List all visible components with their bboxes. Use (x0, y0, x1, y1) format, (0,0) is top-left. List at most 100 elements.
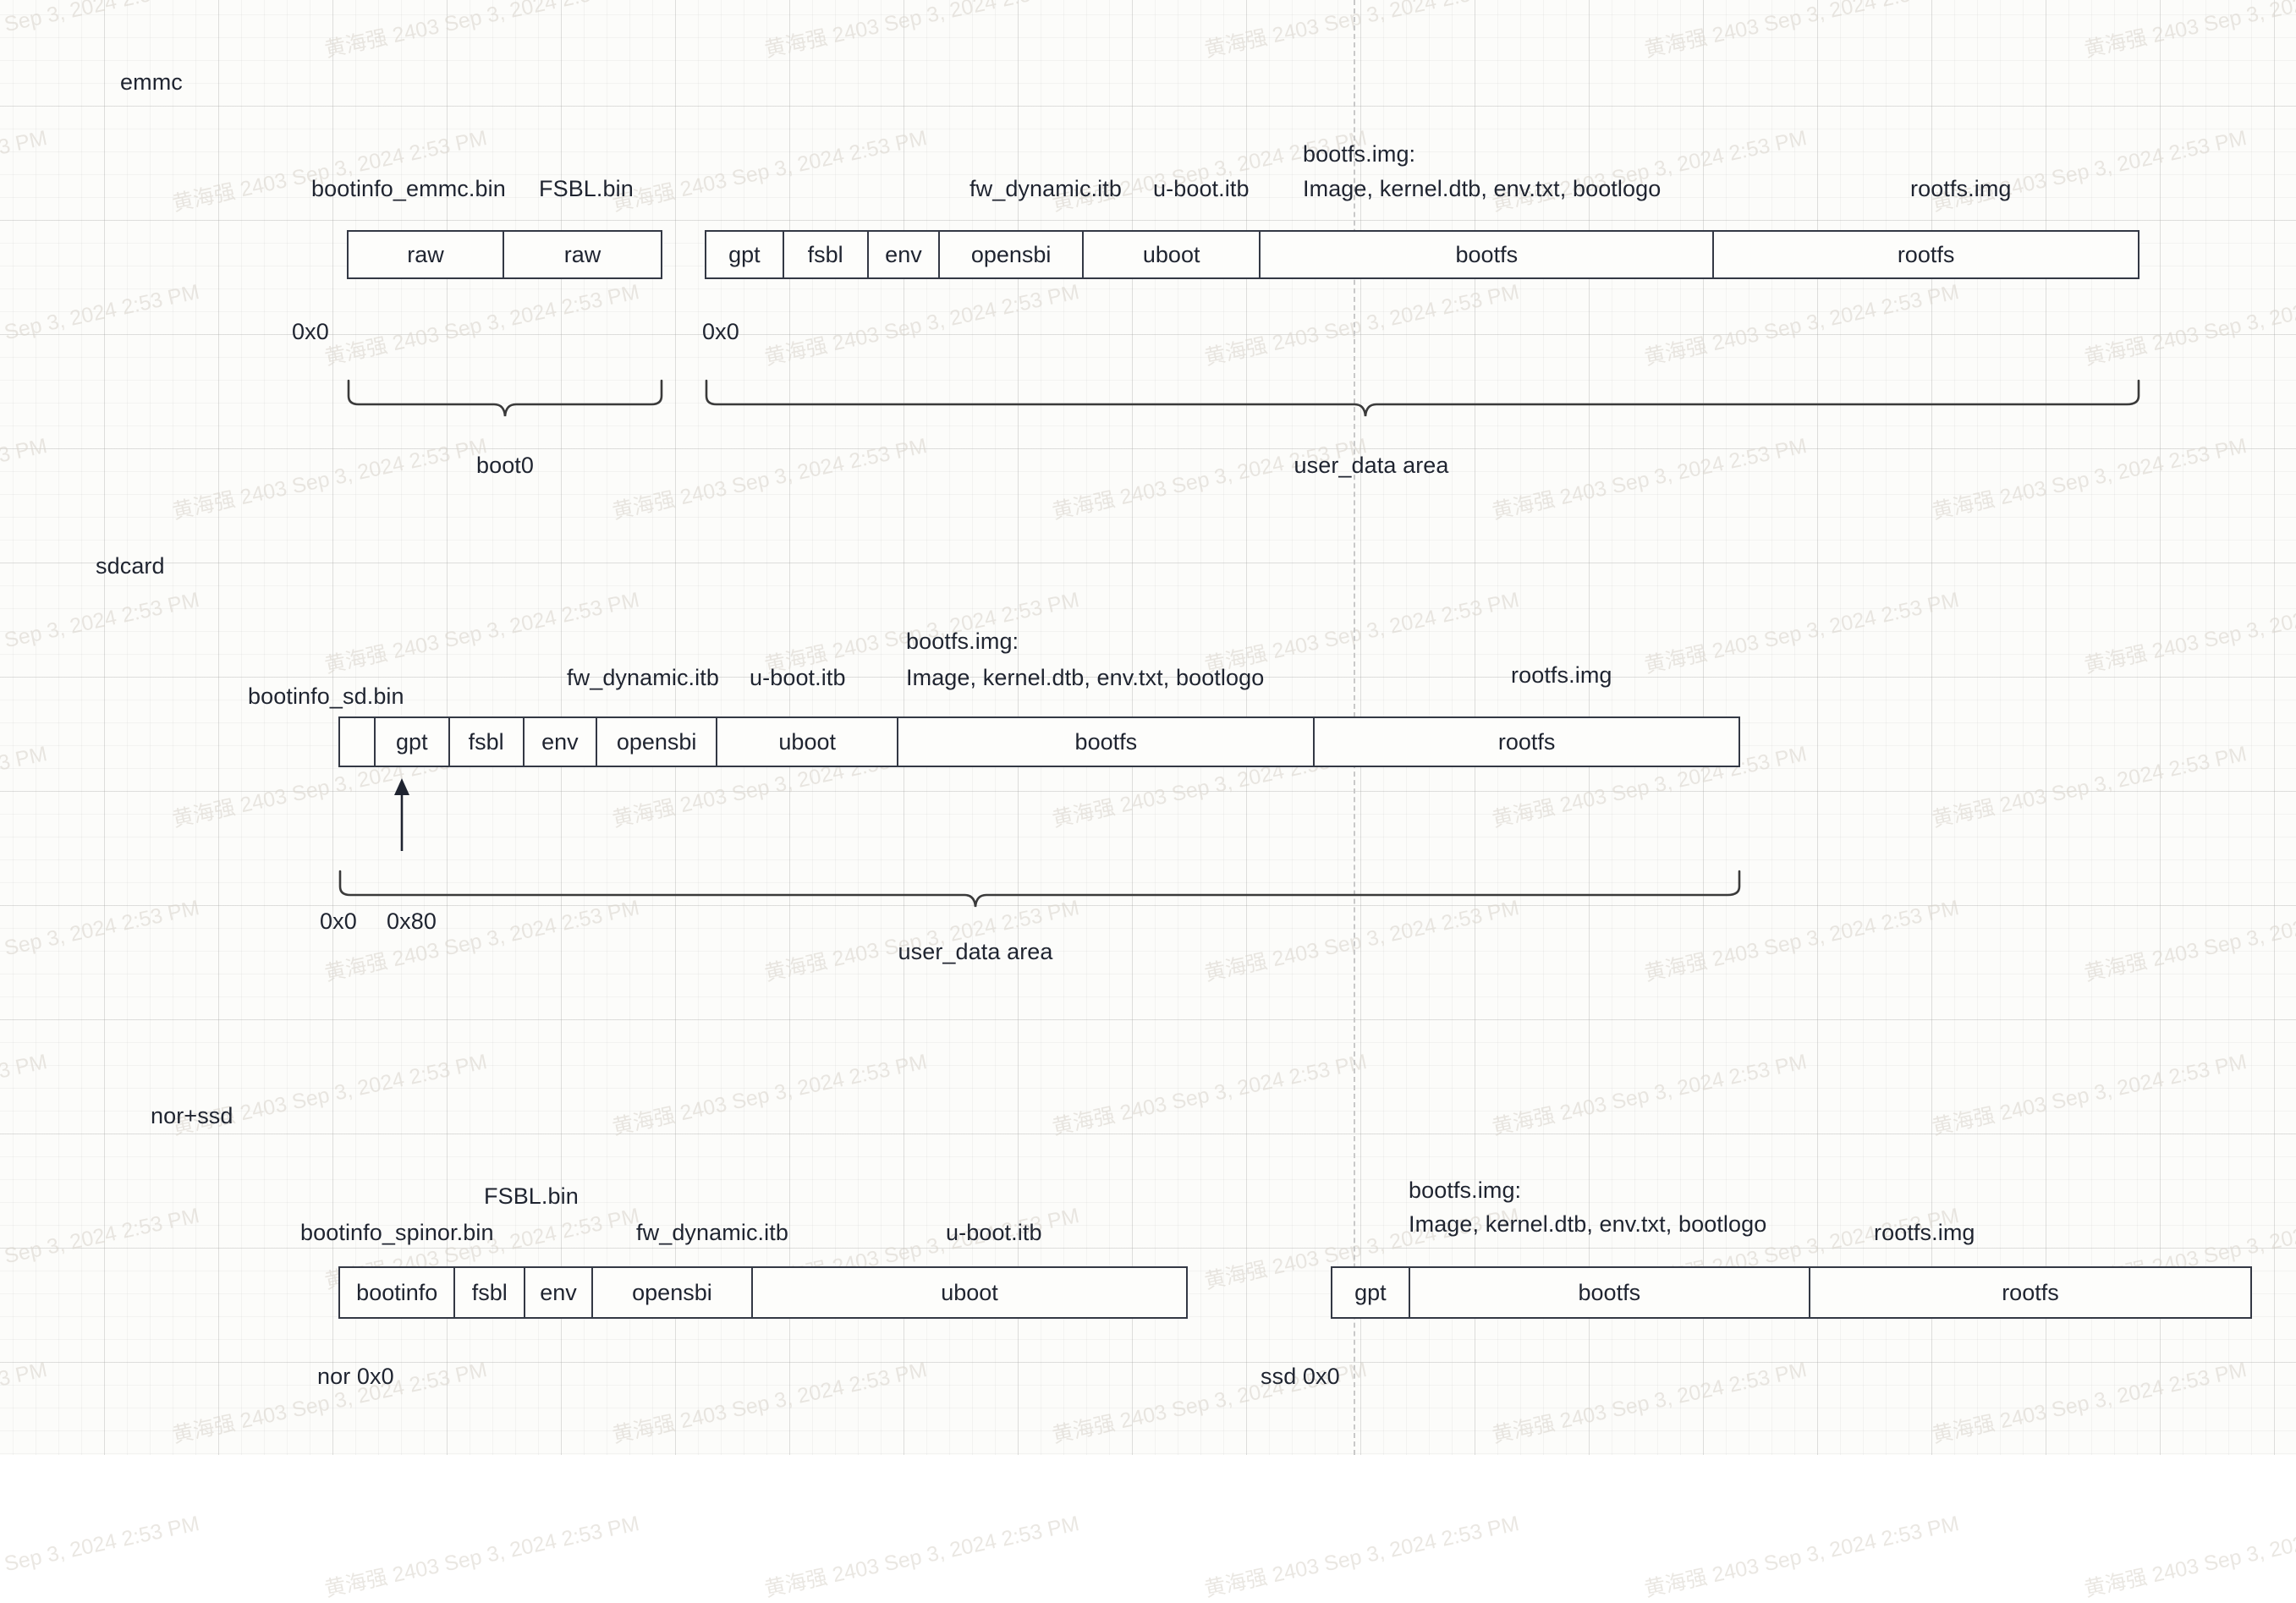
sdcard-cell-bootfs-6: bootfs (898, 718, 1316, 766)
watermark-text: 黄海强 2403 Sep 3, 2024 2:53 PM (1490, 1357, 1810, 1448)
watermark-text: 黄海强 2403 Sep 3, 2024 2:53 PM (2082, 896, 2296, 986)
watermark-text: 黄海强 2403 Sep 3, 2024 2:53 PM (0, 1049, 50, 1139)
nor-cell-opensbi-3: opensbi (592, 1268, 754, 1317)
watermark-text: 黄海强 2403 Sep 3, 2024 2:53 PM (0, 1357, 50, 1447)
watermark-text: 黄海强 2403 Sep 3, 2024 2:53 PM (762, 1511, 1082, 1602)
watermark-text: 黄海强 2403 Sep 3, 2024 2:53 PM (1202, 1511, 1522, 1602)
ssd-offset: ssd 0x0 (1261, 1364, 1340, 1389)
emmc-ud-rootfs-label: rootfs.img (1910, 176, 2012, 201)
sdcard-gpt-pointer-arrow (385, 777, 419, 855)
sdcard-cell-env-3: env (524, 718, 598, 766)
watermark-text: 黄海强 2403 Sep 3, 2024 2:53 PM (1642, 279, 1962, 371)
watermark-text: 黄海强 2403 Sep 3, 2024 2:53 PM (762, 279, 1082, 371)
emmc-boot0-file-label-bootinfo: bootinfo_emmc.bin (311, 176, 506, 201)
ssd-cell-gpt-0: gpt (1332, 1268, 1410, 1317)
watermark-text: 黄海强 2403 Sep 3, 2024 2:53 PM (0, 1511, 202, 1601)
emmc-ud-file-label-ubootitb: u-boot.itb (1153, 176, 1250, 201)
watermark-text: 黄海强 2403 Sep 3, 2024 2:53 PM (322, 0, 642, 63)
nor-cell-env-2: env (525, 1268, 593, 1317)
watermark-text: 黄海强 2403 Sep 3, 2024 2:53 PM (1490, 1049, 1810, 1140)
watermark-text: 黄海强 2403 Sep 3, 2024 2:53 PM (610, 125, 930, 217)
section-label-emmc: emmc (120, 69, 183, 95)
section-label-sdcard: sdcard (96, 553, 165, 579)
watermark-text: 黄海强 2403 Sep 3, 2024 2:53 PM (0, 895, 202, 985)
emmc-userdata-cell-gpt-0: gpt (706, 232, 784, 277)
emmc-userdata-cell-fsbl-1: fsbl (783, 232, 869, 277)
emmc-userdata-brace (705, 379, 2140, 418)
emmc-ud-bootfs-title: bootfs.img: (1303, 141, 1416, 167)
watermark-text: 黄海强 2403 Sep 3, 2024 2:53 PM (1642, 0, 1962, 63)
ssd-bootfs-contents: Image, kernel.dtb, env.txt, bootlogo (1409, 1211, 1767, 1237)
nor-offset: nor 0x0 (317, 1364, 394, 1389)
ssd-rootfs-label: rootfs.img (1874, 1220, 1975, 1245)
watermark-text: 黄海强 2403 Sep 3, 2024 2:53 PM (0, 0, 201, 62)
watermark-text: 黄海强 2403 Sep 3, 2024 2:53 PM (1930, 1049, 2249, 1140)
sdcard-bootinfo-label: bootinfo_sd.bin (248, 683, 404, 709)
emmc-boot0-offset: 0x0 (292, 319, 329, 344)
emmc-boot0-cell-raw-0: raw (349, 232, 505, 277)
watermark-text: 黄海强 2403 Sep 3, 2024 2:53 PM (610, 1049, 930, 1140)
nor-cell-uboot-4: uboot (753, 1268, 1186, 1317)
emmc-boot0-file-label-fsbl: FSBL.bin (539, 176, 634, 201)
watermark-text: 黄海强 2403 Sep 3, 2024 2:53 PM (610, 433, 930, 524)
emmc-userdata-offset: 0x0 (702, 319, 739, 344)
watermark-text: 黄海强 2403 Sep 3, 2024 2:53 PM (1930, 1357, 2249, 1448)
emmc-boot0-brace-label: boot0 (475, 453, 535, 478)
watermark-text: 黄海强 2403 Sep 3, 2024 2:53 PM (2082, 1512, 2296, 1602)
watermark-text: 黄海强 2403 Sep 3, 2024 2:53 PM (1642, 587, 1962, 678)
emmc-boot0-cell-raw-1: raw (504, 232, 661, 277)
sdcard-userdata-brace (338, 870, 1741, 909)
watermark-text: 黄海强 2403 Sep 3, 2024 2:53 PM (0, 279, 202, 370)
sdcard-cell-rootfs-7: rootfs (1315, 718, 1739, 766)
watermark-text: 黄海强 2403 Sep 3, 2024 2:53 PM (2082, 0, 2296, 63)
sdcard-cell-fsbl-2: fsbl (449, 718, 525, 766)
sdcard-bootfs-title: bootfs.img: (906, 629, 1019, 654)
watermark-text: 黄海强 2403 Sep 3, 2024 2:53 PM (0, 1203, 202, 1293)
watermark-text: 黄海强 2403 Sep 3, 2024 2:53 PM (0, 587, 202, 678)
emmc-boot0-brace (347, 379, 663, 418)
sdcard-cell-blank-0 (340, 718, 376, 766)
nor-fsbl-label: FSBL.bin (484, 1183, 579, 1209)
emmc-userdata-cell-uboot-4: uboot (1083, 232, 1261, 277)
ssd-cell-bootfs-1: bootfs (1409, 1268, 1810, 1317)
watermark-text: 黄海强 2403 Sep 3, 2024 2:53 PM (1930, 741, 2249, 832)
watermark-text: 黄海强 2403 Sep 3, 2024 2:53 PM (610, 1357, 930, 1448)
sdcard-cell-opensbi-4: opensbi (597, 718, 717, 766)
watermark-text: 黄海强 2403 Sep 3, 2024 2:53 PM (2082, 280, 2296, 371)
ssd-bootfs-title: bootfs.img: (1409, 1178, 1522, 1203)
watermark-text: 黄海强 2403 Sep 3, 2024 2:53 PM (2082, 588, 2296, 678)
emmc-ud-bootfs-contents: Image, kernel.dtb, env.txt, bootlogo (1303, 176, 1662, 201)
nor-fwdynamic-label: fw_dynamic.itb (636, 1220, 788, 1245)
watermark-text: 黄海强 2403 Sep 3, 2024 2:53 PM (0, 741, 50, 832)
sdcard-cell-uboot-5: uboot (717, 718, 899, 766)
watermark-text: 黄海强 2403 Sep 3, 2024 2:53 PM (1050, 1049, 1370, 1140)
watermark-text: 黄海强 2403 Sep 3, 2024 2:53 PM (1490, 433, 1810, 524)
emmc-userdata-cell-opensbi-3: opensbi (940, 232, 1084, 277)
sdcard-file-label-ubootitb: u-boot.itb (750, 665, 846, 690)
sdcard-cell-gpt-1: gpt (375, 718, 450, 766)
watermark-text: 黄海强 2403 Sep 3, 2024 2:53 PM (1202, 0, 1522, 63)
emmc-userdata-cell-env-2: env (868, 232, 941, 277)
watermark-text: 黄海强 2403 Sep 3, 2024 2:53 PM (170, 433, 490, 524)
watermark-text: 黄海强 2403 Sep 3, 2024 2:53 PM (322, 279, 642, 371)
nor-ubootitb-label: u-boot.itb (946, 1220, 1042, 1245)
nor-cell-fsbl-1: fsbl (455, 1268, 526, 1317)
section-label-norssd: nor+ssd (151, 1103, 233, 1128)
emmc-userdata-cell-rootfs-6: rootfs (1714, 232, 2138, 277)
watermark-text: 黄海强 2403 Sep 3, 2024 2:53 PM (762, 0, 1082, 63)
watermark-text: 黄海强 2403 Sep 3, 2024 2:53 PM (1202, 279, 1522, 371)
watermark-text: 黄海强 2403 Sep 3, 2024 2:53 PM (1642, 1511, 1962, 1602)
sdcard-offset-0x80: 0x80 (387, 909, 437, 934)
nor-bootinfo-label: bootinfo_spinor.bin (300, 1220, 494, 1245)
sdcard-offset-0x0: 0x0 (320, 909, 357, 934)
watermark-text: 黄海强 2403 Sep 3, 2024 2:53 PM (0, 433, 50, 524)
ssd-cell-rootfs-2: rootfs (1810, 1268, 2250, 1317)
emmc-userdata-brace-label: user_data area (1294, 453, 1449, 478)
emmc-userdata-cell-bootfs-5: bootfs (1261, 232, 1715, 277)
